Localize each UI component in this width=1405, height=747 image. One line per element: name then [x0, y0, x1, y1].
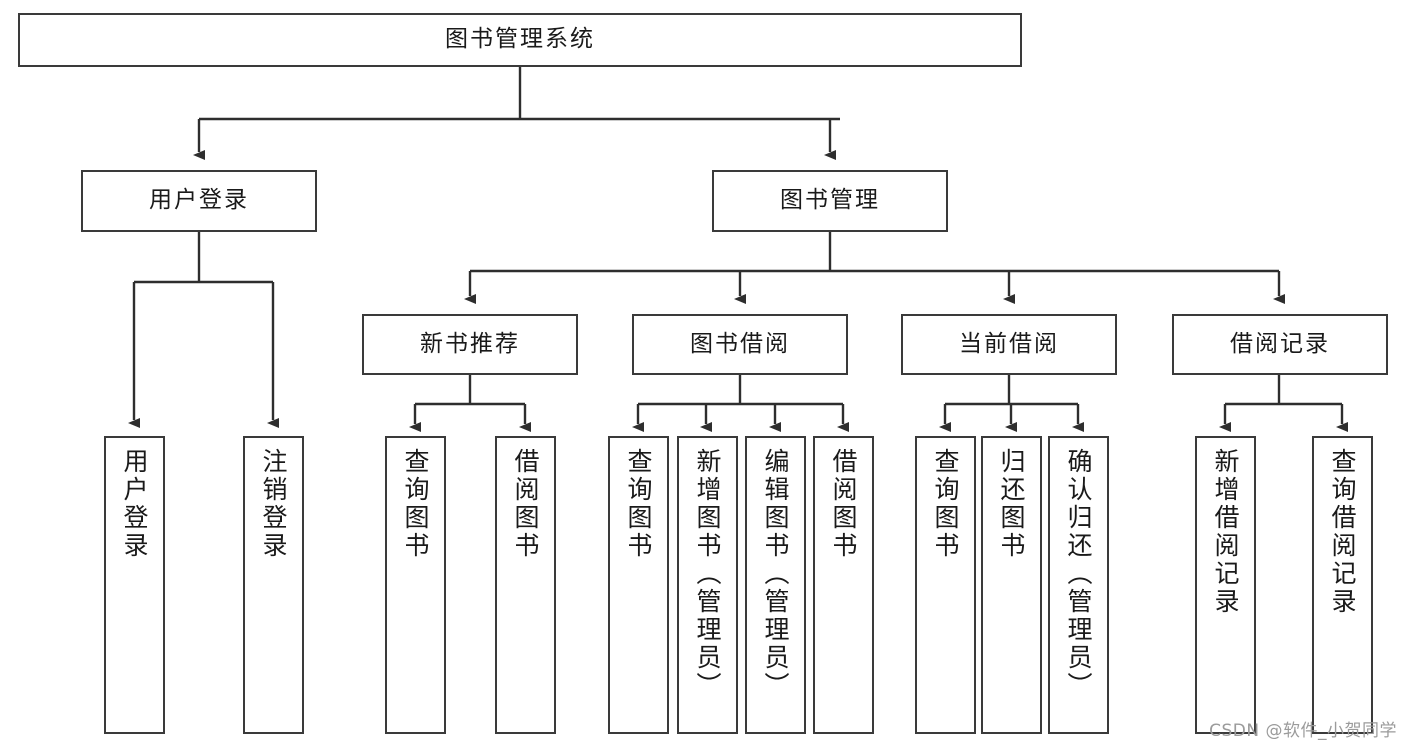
- node-label: 新增借阅记录: [1211, 448, 1240, 616]
- node-leaf-borrow-book-1[interactable]: 借阅图书: [495, 436, 556, 734]
- node-label: 查询图书: [624, 448, 653, 560]
- node-borrow-record[interactable]: 借阅记录: [1172, 314, 1388, 375]
- node-label: 借阅图书: [829, 448, 858, 560]
- node-leaf-query-record[interactable]: 查询借阅记录: [1312, 436, 1373, 734]
- node-label: 编辑图书（管理员）: [761, 448, 790, 700]
- node-label: 新书推荐: [420, 330, 520, 357]
- node-label: 图书管理系统: [445, 26, 595, 53]
- node-leaf-add-book[interactable]: 新增图书（管理员）: [677, 436, 738, 734]
- node-label: 用户登录: [149, 187, 249, 214]
- node-leaf-query-book-1[interactable]: 查询图书: [385, 436, 446, 734]
- node-label: 图书管理: [780, 187, 880, 214]
- node-leaf-logout-login[interactable]: 注销登录: [243, 436, 304, 734]
- node-book-management[interactable]: 图书管理: [712, 170, 948, 232]
- node-leaf-query-book-2[interactable]: 查询图书: [608, 436, 669, 734]
- node-new-book-recommend[interactable]: 新书推荐: [362, 314, 578, 375]
- node-user-login[interactable]: 用户登录: [81, 170, 317, 232]
- node-leaf-borrow-book-2[interactable]: 借阅图书: [813, 436, 874, 734]
- watermark-text: CSDN @软件_小贺同学: [1209, 721, 1397, 741]
- node-leaf-query-book-3[interactable]: 查询图书: [915, 436, 976, 734]
- node-label: 图书借阅: [690, 330, 790, 357]
- node-root-system[interactable]: 图书管理系统: [18, 13, 1022, 67]
- node-label: 借阅图书: [511, 448, 540, 560]
- node-leaf-add-record[interactable]: 新增借阅记录: [1195, 436, 1256, 734]
- node-label: 当前借阅: [959, 330, 1059, 357]
- node-book-borrow[interactable]: 图书借阅: [632, 314, 848, 375]
- node-label: 确认归还（管理员）: [1064, 448, 1093, 700]
- node-leaf-return-book[interactable]: 归还图书: [981, 436, 1042, 734]
- node-label: 查询图书: [931, 448, 960, 560]
- node-label: 用户登录: [120, 448, 149, 560]
- node-label: 查询图书: [401, 448, 430, 560]
- node-leaf-confirm-return[interactable]: 确认归还（管理员）: [1048, 436, 1109, 734]
- node-label: 借阅记录: [1230, 330, 1330, 357]
- node-leaf-user-login[interactable]: 用户登录: [104, 436, 165, 734]
- node-label: 归还图书: [997, 448, 1026, 560]
- node-label: 新增图书（管理员）: [693, 448, 722, 700]
- node-current-borrow[interactable]: 当前借阅: [901, 314, 1117, 375]
- node-leaf-edit-book[interactable]: 编辑图书（管理员）: [745, 436, 806, 734]
- node-label: 查询借阅记录: [1328, 448, 1357, 616]
- node-label: 注销登录: [259, 448, 288, 560]
